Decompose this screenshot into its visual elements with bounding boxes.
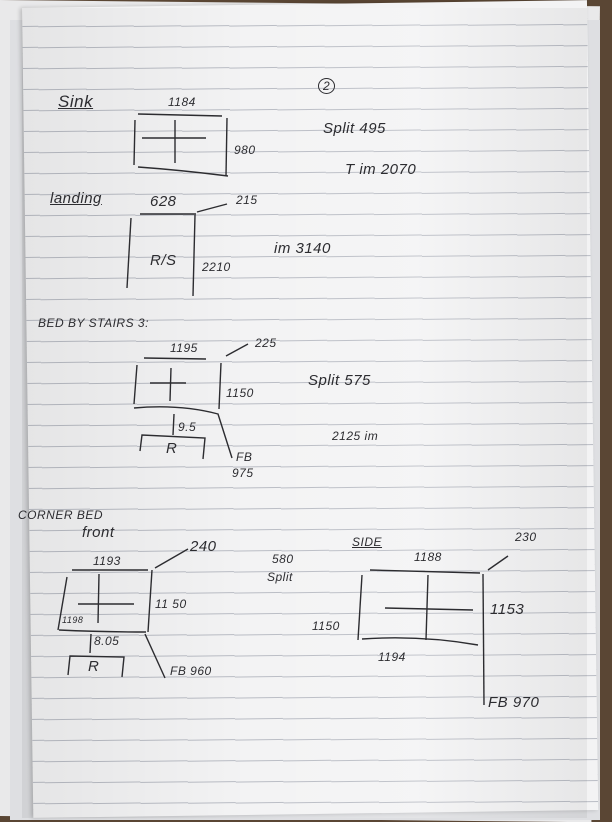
bed-by-stairs-width: 1195 <box>170 341 198 355</box>
corner-bed-side-height-left: 1150 <box>312 619 340 633</box>
landing-label: R/S <box>150 252 177 269</box>
bed-by-stairs-split: Split 575 <box>308 372 371 389</box>
corner-bed-side-fb: FB 970 <box>488 694 540 711</box>
bed-by-stairs-riser-label: R <box>166 440 178 457</box>
corner-bed-front-width: 1193 <box>93 554 121 568</box>
bed-by-stairs-fb-label: FB <box>236 450 253 464</box>
landing-height: 2210 <box>202 260 231 274</box>
bed-by-stairs-sketch <box>133 343 249 460</box>
landing-title: landing <box>50 190 102 207</box>
corner-bed-front-riser: 8.05 <box>94 634 120 648</box>
corner-bed-side-title: SIDE <box>352 535 383 549</box>
corner-bed-front-side: 240 <box>190 538 217 555</box>
landing-sketch <box>126 203 228 297</box>
landing-side: 215 <box>236 193 258 207</box>
corner-bed-front-fb: FB 960 <box>170 664 212 678</box>
landing-total: im 3140 <box>274 240 331 257</box>
corner-bed-split-value: 580 <box>272 552 294 566</box>
corner-bed-side-side: 230 <box>515 530 537 544</box>
sink-width: 1184 <box>168 95 196 109</box>
corner-bed-side-sketch <box>357 555 509 706</box>
corner-bed-front-sketch <box>57 548 189 679</box>
sink-sketch <box>133 113 229 177</box>
corner-bed-side-bottom: 1194 <box>378 650 406 664</box>
bed-by-stairs-side: 225 <box>255 336 277 350</box>
bed-by-stairs-total: 2125 im <box>332 429 379 443</box>
corner-bed-split-label: Split <box>267 570 293 584</box>
corner-bed-side-height-right: 1153 <box>490 601 525 618</box>
landing-width: 628 <box>150 193 177 210</box>
bed-by-stairs-height: 1150 <box>226 386 254 400</box>
bed-by-stairs-fb: 975 <box>232 466 254 480</box>
sink-split: Split 495 <box>323 120 386 137</box>
corner-bed-side-width: 1188 <box>414 550 442 564</box>
corner-bed-front-height: 11 50 <box>155 597 187 611</box>
bed-by-stairs-title: BED BY STAIRS 3: <box>38 316 149 330</box>
page-number: 2 <box>318 78 336 94</box>
corner-bed-front-bottom: 1198 <box>62 615 84 625</box>
bed-by-stairs-riser: 9.5 <box>178 420 197 434</box>
sink-height: 980 <box>234 143 256 157</box>
corner-bed-title: CORNER BED <box>18 508 104 522</box>
sink-total: T im 2070 <box>345 161 417 178</box>
sink-title: Sink <box>58 92 94 111</box>
corner-bed-front-riser-label: R <box>88 658 100 675</box>
corner-bed-front-title: front <box>82 524 115 541</box>
